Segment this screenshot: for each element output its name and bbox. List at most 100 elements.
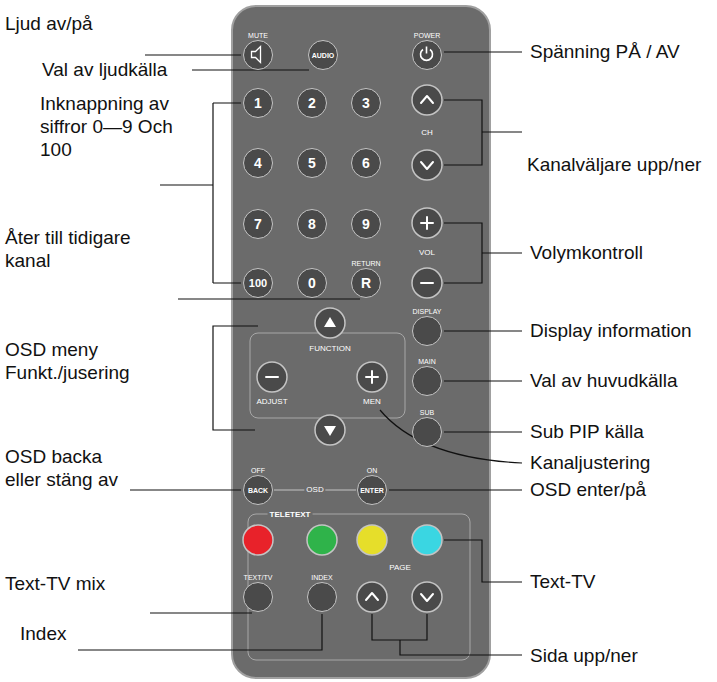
speaker-glyph xyxy=(252,47,261,63)
callout-label: Display information xyxy=(530,319,692,342)
chevron-down xyxy=(421,594,433,601)
remote-button: DISPLAY xyxy=(412,316,442,346)
function-down-button xyxy=(315,415,345,445)
leader-line xyxy=(178,298,360,299)
callout-label: Kanalväljare upp/ner xyxy=(527,153,701,176)
callout-label: Volymkontroll xyxy=(530,241,643,264)
leader-line xyxy=(444,380,522,381)
remote-button: TEXT/TV xyxy=(243,582,273,612)
function-pad-frame xyxy=(250,333,405,418)
leader-line xyxy=(130,489,241,490)
ch-up-button xyxy=(412,85,442,115)
button-caption: DISPLAY xyxy=(412,308,441,316)
remote-button: 0 xyxy=(297,268,327,298)
ch-down-button xyxy=(412,150,442,180)
leader-line xyxy=(213,326,258,430)
button-glyphs xyxy=(266,96,433,601)
button-caption: MAIN xyxy=(418,358,436,366)
button-caption: POWER xyxy=(414,32,440,40)
remote-button: 4 xyxy=(243,148,273,178)
leader-line xyxy=(192,69,309,70)
leader-line xyxy=(145,54,241,55)
leader-line xyxy=(444,330,522,331)
button-caption: TEXT/TV xyxy=(244,574,273,582)
remote-button: MUTE xyxy=(243,40,273,70)
button-caption: SUB xyxy=(420,409,434,417)
callout-label: Spänning PÅ / AV xyxy=(530,40,680,63)
teletext-frame xyxy=(248,514,470,660)
plus-glyph xyxy=(421,217,433,229)
leader-line xyxy=(380,410,522,463)
button-caption: CH xyxy=(419,128,435,138)
callout-label: Text-TV xyxy=(530,570,595,593)
yellow-button xyxy=(357,525,387,555)
button-caption: OSD xyxy=(304,485,325,495)
button-label: 7 xyxy=(254,217,262,231)
icon-buttons xyxy=(257,85,442,612)
remote-button: OFFBACK xyxy=(243,475,273,505)
remote-button: ONENTER xyxy=(357,475,387,505)
adjust-plus-button xyxy=(357,362,387,392)
button-caption: FUNCTION xyxy=(307,344,352,354)
button-label: 3 xyxy=(362,96,370,110)
callout-label: OSD enter/på xyxy=(530,478,646,501)
button-label: 8 xyxy=(308,217,316,231)
page-up-button xyxy=(357,582,387,612)
remote-button: SUB xyxy=(412,417,442,447)
remote-button: 2 xyxy=(297,88,327,118)
vol-down-button xyxy=(412,268,442,298)
leader-line xyxy=(444,540,522,582)
callout-label: Inknappning av siffror 0—9 Och 100 xyxy=(40,92,178,161)
button-label: 0 xyxy=(308,276,316,290)
cyan-button xyxy=(412,525,442,555)
remote-button: 100 xyxy=(243,268,273,298)
remote-button: 3 xyxy=(351,88,381,118)
button-label: BACK xyxy=(248,487,268,494)
leader-line xyxy=(372,614,522,655)
function-up-button xyxy=(315,308,345,338)
remote-button: AUDIO xyxy=(308,40,338,70)
callout-label: Index xyxy=(20,622,66,645)
teletext-color-buttons xyxy=(243,525,442,555)
remote-button: 8 xyxy=(297,209,327,239)
remote-button: 9 xyxy=(351,209,381,239)
red-button xyxy=(243,525,273,555)
leader-line xyxy=(444,431,522,432)
plus-glyph xyxy=(366,371,378,383)
leader-line xyxy=(78,614,322,650)
power-glyph xyxy=(426,47,428,54)
button-caption: VOL xyxy=(417,248,437,258)
leader-line xyxy=(150,612,252,613)
remote-button: RETURNR xyxy=(351,268,381,298)
callout-label: Val av ljudkälla xyxy=(42,58,167,81)
button-caption: INDEX xyxy=(311,574,332,582)
button-label: AUDIO xyxy=(312,52,335,59)
remote-button: POWER xyxy=(412,40,442,70)
button-caption: OFF xyxy=(251,467,265,475)
remote-button: 5 xyxy=(297,148,327,178)
callout-label: Sub PIP källa xyxy=(530,420,644,443)
triangle-down xyxy=(324,426,336,436)
leader-line xyxy=(444,223,522,283)
triangle-glyphs xyxy=(324,317,336,436)
button-label: 9 xyxy=(362,217,370,231)
callout-label: Kanaljustering xyxy=(530,451,650,474)
remote-button: 1 xyxy=(243,88,273,118)
button-label: ENTER xyxy=(360,487,384,494)
callout-label: OSD backa eller stäng av xyxy=(5,445,135,491)
power-icon xyxy=(413,41,440,68)
button-caption: MEN xyxy=(361,397,383,407)
leader-line xyxy=(444,51,522,52)
remote-button: 7 xyxy=(243,209,273,239)
callout-label: Val av huvudkälla xyxy=(530,369,678,392)
triangle-up xyxy=(324,317,336,327)
button-label: R xyxy=(361,276,371,290)
remote-button: 6 xyxy=(351,148,381,178)
button-caption: ON xyxy=(367,467,378,475)
page-down-button xyxy=(412,582,442,612)
chevron-up xyxy=(421,96,433,103)
vol-up-button xyxy=(412,208,442,238)
minus-glyph xyxy=(421,282,433,284)
remote-body xyxy=(232,6,490,678)
